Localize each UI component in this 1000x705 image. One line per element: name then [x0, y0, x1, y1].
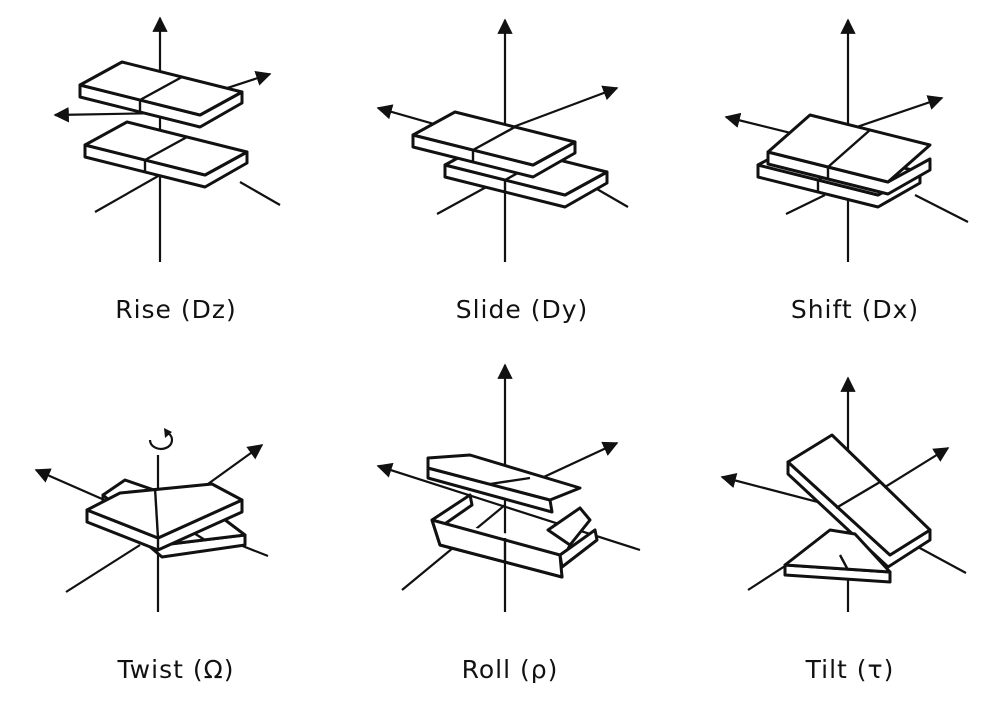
y-axis-back	[65, 544, 141, 593]
y-axis-back	[94, 174, 161, 213]
x-axis-back	[239, 181, 281, 206]
caption-twist: Twist (Ω)	[117, 655, 235, 684]
x-axis-back	[914, 194, 969, 223]
caption-tilt: Tilt (τ)	[805, 655, 895, 684]
y-axis-arrow	[847, 95, 944, 132]
panel-rise	[53, 16, 281, 262]
lower-base-pair	[430, 493, 599, 579]
upper-base-pair	[85, 482, 244, 552]
lower-base-pair	[83, 120, 249, 189]
panel-slide	[376, 18, 629, 262]
upper-base-pair	[766, 113, 932, 196]
panel-twist	[34, 428, 269, 612]
x-axis-back	[239, 543, 269, 558]
y-axis-back	[436, 184, 491, 215]
caption-rise: Rise (Dz)	[115, 295, 237, 324]
lower-base-pair	[783, 528, 892, 584]
panel-tilt	[720, 376, 967, 612]
caption-shift: Shift (Dx)	[790, 295, 920, 324]
y-axis-arrow	[504, 85, 619, 132]
rotation-arrow-icon	[148, 428, 174, 451]
upper-base-pair	[786, 433, 932, 569]
upper-base-pair	[78, 60, 244, 129]
panel-shift	[724, 18, 969, 262]
upper-base-pair	[426, 453, 582, 514]
panel-roll	[376, 363, 641, 612]
y-axis-back	[785, 194, 826, 215]
caption-slide: Slide (Dy)	[455, 295, 589, 324]
upper-base-pair	[411, 110, 577, 179]
caption-roll: Roll (ρ)	[461, 655, 559, 684]
